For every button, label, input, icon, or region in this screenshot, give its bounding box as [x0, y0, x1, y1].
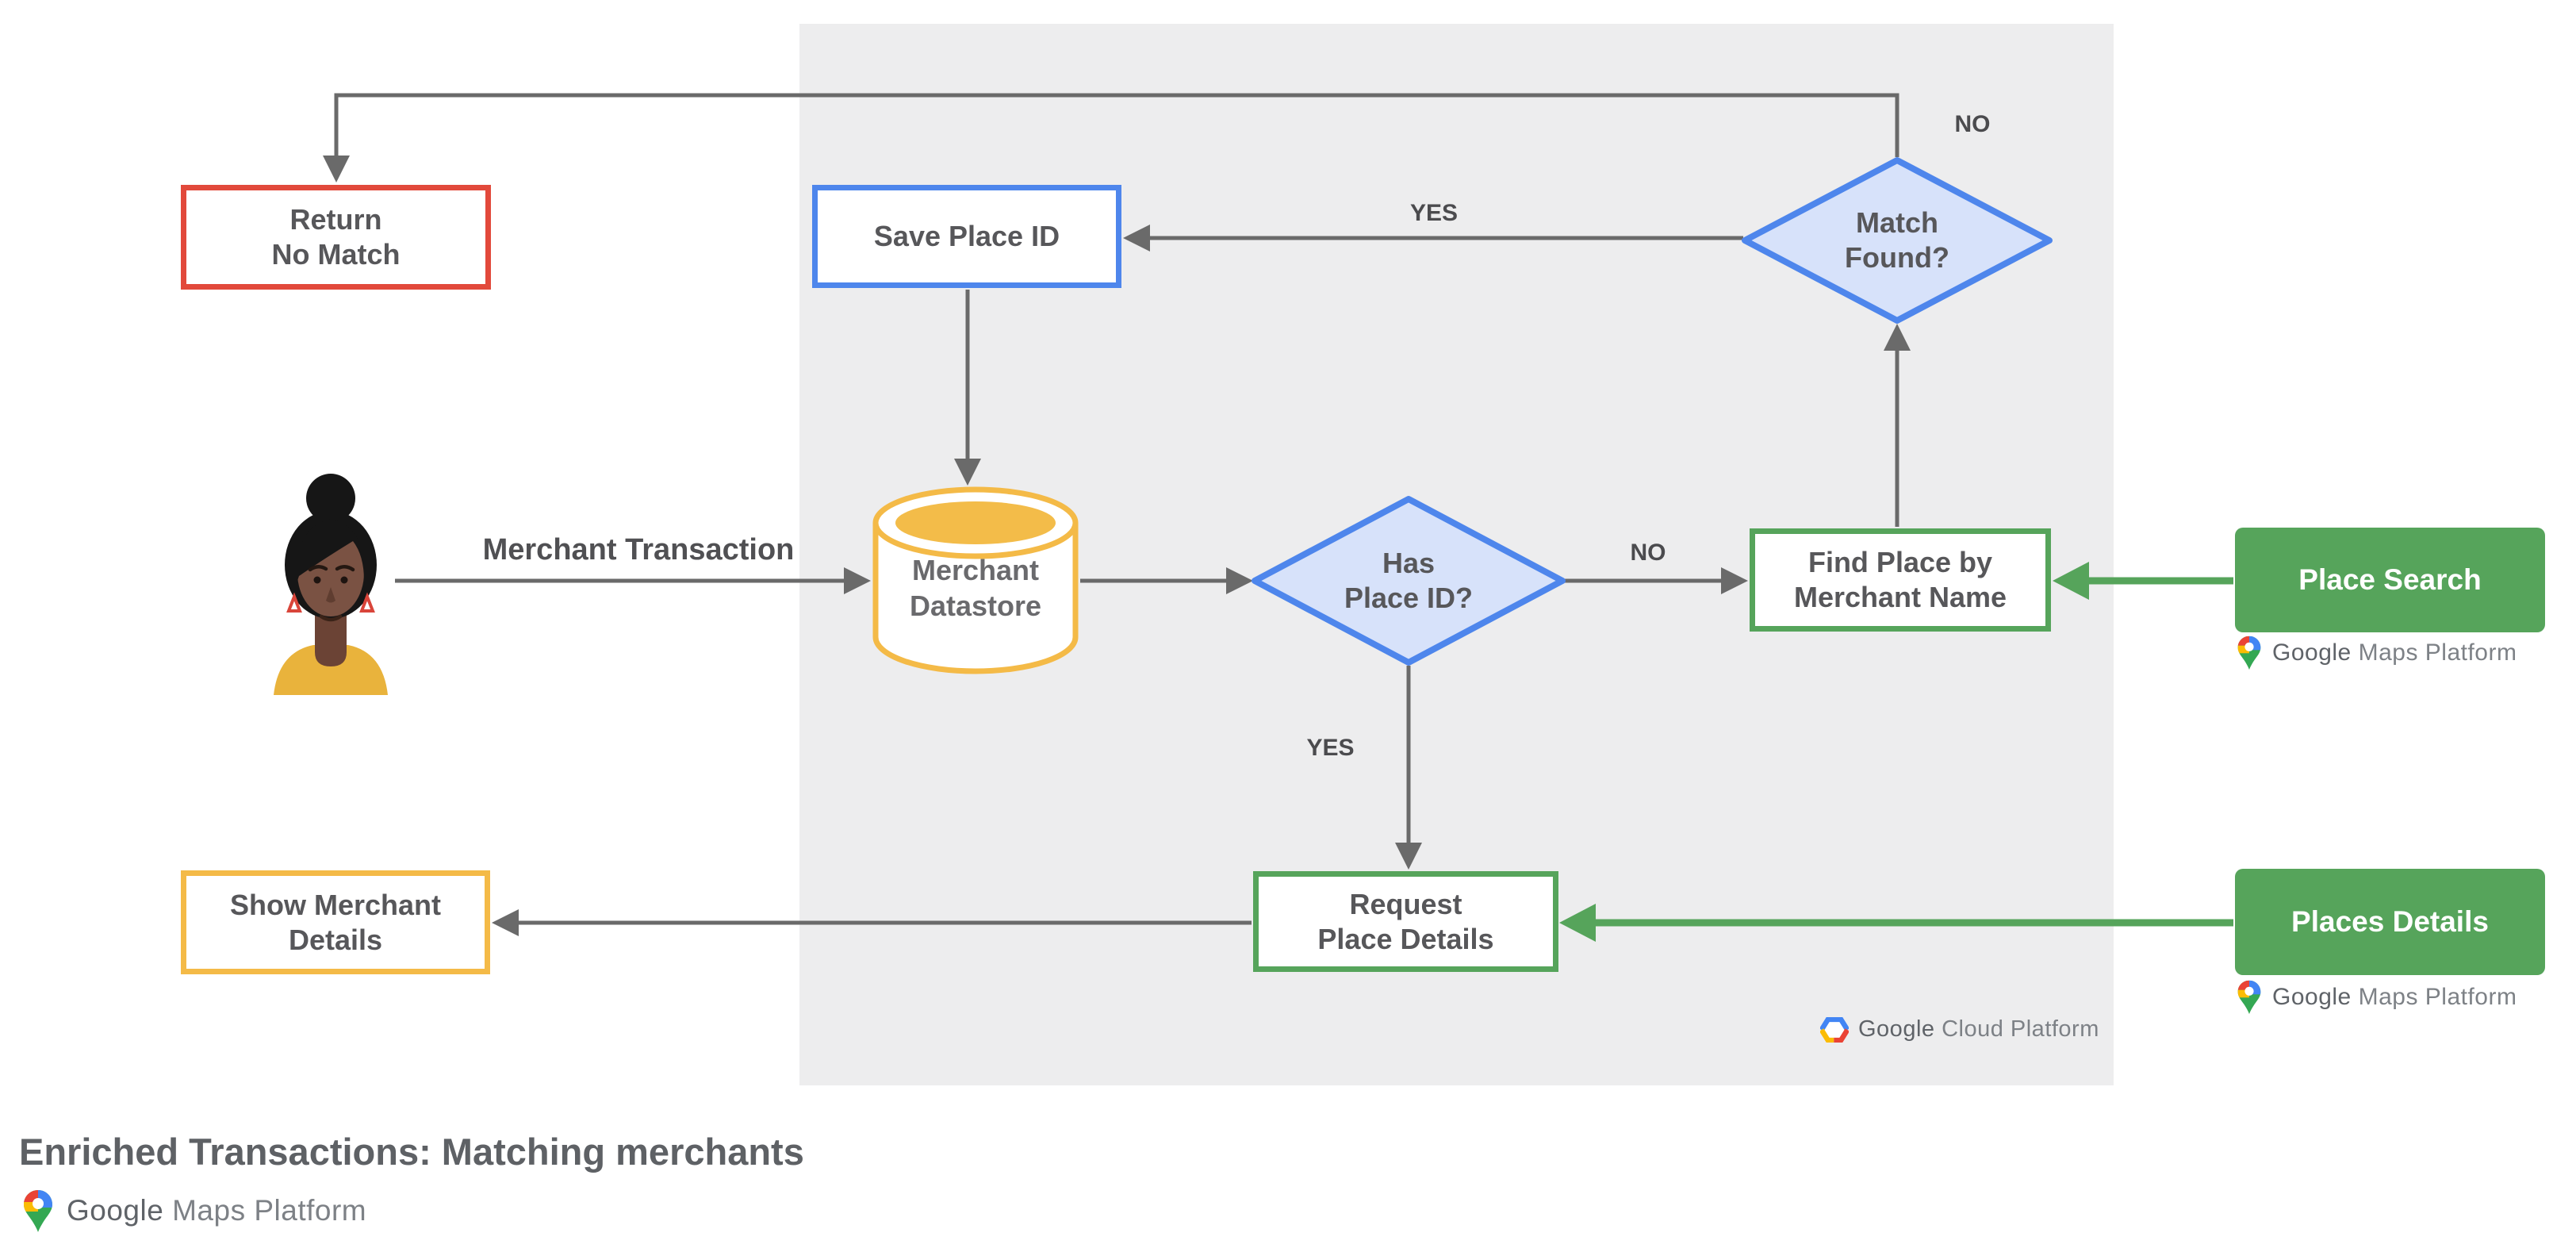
logo-text: Google Maps Platform	[67, 1194, 367, 1227]
node-return-no-match: Return No Match	[181, 185, 491, 290]
node-label: Merchant	[911, 554, 1040, 586]
decision-match-found-shape	[1742, 157, 2053, 324]
diagram-title: Enriched Transactions: Matching merchant…	[19, 1131, 804, 1173]
chip-label: Places Details	[2291, 905, 2489, 938]
google-cloud-hexagon-icon	[1820, 1016, 1849, 1043]
node-merchant-datastore: Merchant Datastore	[872, 552, 1079, 624]
node-label: Request	[1349, 887, 1462, 920]
chip-label: Place Search	[2298, 563, 2482, 596]
decision-has-place-id-shape	[1252, 496, 1566, 666]
node-label: Place Details	[1317, 922, 1494, 955]
edge-label-has-place-id-yes: YES	[1306, 735, 1355, 761]
chip-places-details: Places Details	[2235, 869, 2545, 975]
node-label: Find Place by	[1807, 546, 1993, 578]
google-maps-platform-logo: Google Maps Platform	[2237, 635, 2517, 670]
node-show-merchant-details: Show Merchant Details	[181, 870, 490, 974]
google-maps-pin-icon	[2237, 980, 2261, 1015]
edge-label-has-place-id-no: NO	[1630, 540, 1666, 566]
logo-text: Google Maps Platform	[2272, 983, 2517, 1010]
logo-text: Google Cloud Platform	[1858, 1016, 2099, 1042]
node-label: Datastore	[909, 590, 1042, 622]
google-maps-platform-logo: Google Maps Platform	[2237, 979, 2517, 1015]
google-maps-pin-icon	[2237, 636, 2261, 670]
datastore-cylinder-icon	[872, 486, 1079, 674]
node-save-place-id: Save Place ID	[812, 185, 1121, 288]
node-request-place-details: Request Place Details	[1253, 871, 1558, 972]
edge-label-match-found-yes: YES	[1409, 200, 1459, 226]
edge-label-merchant-transaction: Merchant Transaction	[482, 533, 795, 566]
logo-text: Google Maps Platform	[2272, 639, 2517, 666]
node-label: Show Merchant	[229, 888, 442, 921]
node-label: No Match	[271, 238, 401, 271]
google-maps-pin-icon	[24, 1190, 52, 1232]
node-label: Details	[288, 923, 383, 956]
google-maps-platform-logo: Google Maps Platform	[22, 1189, 366, 1233]
node-label: Return	[289, 203, 382, 236]
chip-place-search: Place Search	[2235, 528, 2545, 632]
node-find-place-by-merchant-name: Find Place by Merchant Name	[1750, 528, 2051, 632]
user-avatar	[274, 474, 388, 695]
edge-label-match-found-no: NO	[1954, 111, 1991, 137]
node-label: Save Place ID	[873, 220, 1060, 252]
google-cloud-platform-logo: Google Cloud Platform	[1820, 1016, 2099, 1043]
node-label: Merchant Name	[1793, 581, 2007, 613]
